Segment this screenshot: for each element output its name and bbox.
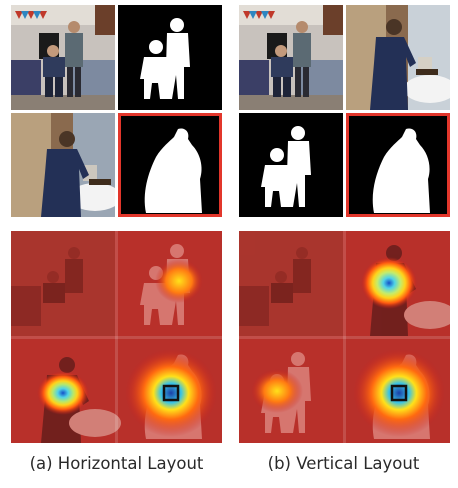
mask-group-seated	[239, 113, 343, 217]
photo-woman-standing	[346, 5, 450, 110]
caption-vertical-layout: (b) Vertical Layout	[267, 454, 420, 473]
horizontal-attention-map	[11, 231, 222, 443]
vertical-attention-map	[239, 231, 450, 443]
caption-horizontal-layout: (a) Horizontal Layout	[29, 454, 204, 473]
vertical-layout-grid	[239, 5, 450, 217]
photo-woman-standing	[11, 113, 115, 217]
horizontal-layout-grid	[11, 5, 222, 217]
photo-group-seated	[239, 5, 343, 110]
photo-group-seated	[11, 5, 115, 110]
mask-woman-standing-highlighted	[118, 113, 222, 217]
mask-woman-standing-highlighted	[346, 113, 450, 217]
mask-group-seated	[118, 5, 222, 110]
